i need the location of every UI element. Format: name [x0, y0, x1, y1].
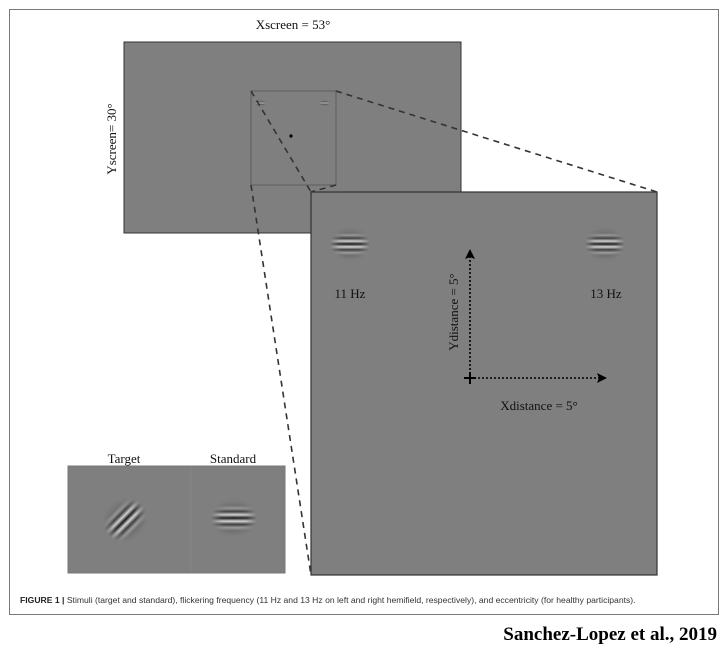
- fixation-dot: [289, 134, 293, 138]
- figure-caption: FIGURE 1 | Stimuli (target and standard)…: [20, 595, 715, 605]
- standard-label: Standard: [210, 451, 257, 466]
- right-stimulus-label: 13 Hz: [590, 286, 622, 301]
- target-label: Target: [108, 451, 141, 466]
- zoom-lines: [250, 90, 658, 576]
- gabor-right-13hz: [585, 226, 625, 262]
- small-gabor-right: [319, 99, 330, 107]
- target-gabor: [93, 488, 157, 552]
- standard-gabor: [211, 498, 257, 538]
- small-gabor-left: [255, 99, 266, 107]
- y-distance-label: Ydistance = 5°: [446, 273, 461, 351]
- screen-width-label: Xscreen = 53°: [256, 17, 331, 32]
- citation: Sanchez-Lopez et al., 2019: [503, 624, 717, 645]
- zoom-region-outline: [250, 90, 337, 186]
- left-stimulus-label: 11 Hz: [335, 286, 366, 301]
- screen-height-label: Yscreen= 30°: [104, 103, 119, 174]
- caption-label: FIGURE 1 |: [20, 595, 65, 605]
- x-distance-label: Xdistance = 5°: [500, 398, 578, 413]
- caption-text: Stimuli (target and standard), flickerin…: [64, 595, 636, 605]
- plus-cross-icon: [464, 372, 476, 384]
- gabor-left-11hz: [330, 226, 370, 262]
